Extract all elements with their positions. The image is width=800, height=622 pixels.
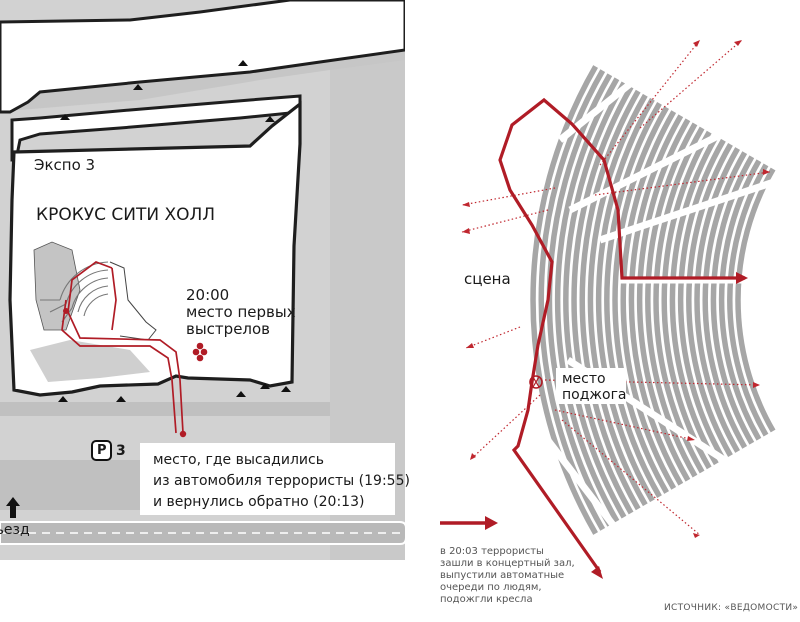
mini-auditorium	[40, 261, 109, 323]
dropoff-line: из автомобиля террористы (19:55)	[153, 473, 410, 489]
expo-label: Экспо 3	[34, 156, 96, 174]
parking-letter: P	[97, 443, 107, 458]
arson-marker-icon	[529, 375, 543, 389]
route-auditorium	[498, 97, 745, 573]
first-shots-time: 20:00	[186, 286, 230, 304]
arson-label: место поджога	[562, 371, 627, 403]
main-entrance-arrow-icon	[6, 497, 20, 518]
seat-row	[571, 85, 634, 515]
seat-row	[694, 147, 740, 453]
first-shots-line: место первых	[186, 303, 296, 321]
seat-row	[620, 110, 677, 490]
seat-row	[735, 167, 776, 433]
seat-row	[563, 81, 627, 519]
route-start-dot	[63, 308, 69, 314]
parking-icon	[91, 440, 112, 461]
route-entry-arrow	[736, 272, 748, 284]
arson-label-box	[556, 368, 626, 404]
foyer-area	[30, 340, 150, 382]
entrance-label: ъезд	[0, 522, 30, 538]
stage-label: сцена	[464, 270, 511, 288]
north-building	[0, 0, 407, 114]
seat-row	[554, 77, 620, 523]
seat-row	[653, 126, 705, 474]
note-line: выпустили автоматные	[440, 570, 565, 581]
dropoff-line: место, где высадились	[153, 452, 324, 468]
legend-note: в 20:03 террористы зашли в концертный за…	[440, 546, 575, 606]
seat-row	[612, 106, 669, 494]
note-line: очереди по людям,	[440, 582, 542, 593]
parking-number: 3	[116, 443, 126, 459]
shots-label-box	[180, 284, 290, 338]
seat-row	[661, 130, 712, 470]
seat-row	[579, 89, 641, 511]
dropoff-point	[179, 430, 187, 438]
note-line: подожгли кресла	[440, 594, 533, 605]
seat-row	[702, 151, 748, 449]
direction-arrow-icon	[462, 40, 770, 538]
dropoff-label-box	[140, 443, 395, 515]
note-line: зашли в концертный зал,	[440, 558, 575, 569]
seat-row	[595, 97, 655, 503]
seat-row	[530, 65, 598, 535]
shots-marker-icon	[192, 342, 208, 362]
dropoff-label: место, где высадились из автомобиля терр…	[153, 450, 410, 513]
source-credit: ИСТОЧНИК: «ВЕДОМОСТИ»	[664, 603, 799, 613]
route-exit-arrow	[591, 566, 603, 579]
first-shots-label: 20:00 место первых выстрелов	[186, 287, 296, 338]
seat-row	[587, 93, 648, 507]
legend-arrow-icon	[440, 516, 498, 530]
note-line: в 20:03 террористы	[440, 546, 544, 557]
arson-line: поджога	[562, 387, 627, 403]
route-site-plan	[61, 261, 184, 434]
arson-line: место	[562, 371, 606, 387]
gunfire-lines	[461, 39, 771, 536]
seat-row	[669, 134, 719, 466]
seat-row	[604, 102, 662, 498]
first-shots-line: выстрелов	[186, 320, 271, 338]
dropoff-line: и вернулись обратно (20:13)	[153, 494, 365, 510]
seat-row	[677, 138, 726, 462]
seat-row	[686, 143, 733, 457]
seat-row	[727, 163, 769, 437]
entrance-arrow-icon	[58, 60, 291, 402]
stage-label-box	[456, 264, 516, 290]
hall-label: КРОКУС СИТИ ХОЛЛ	[36, 205, 216, 225]
